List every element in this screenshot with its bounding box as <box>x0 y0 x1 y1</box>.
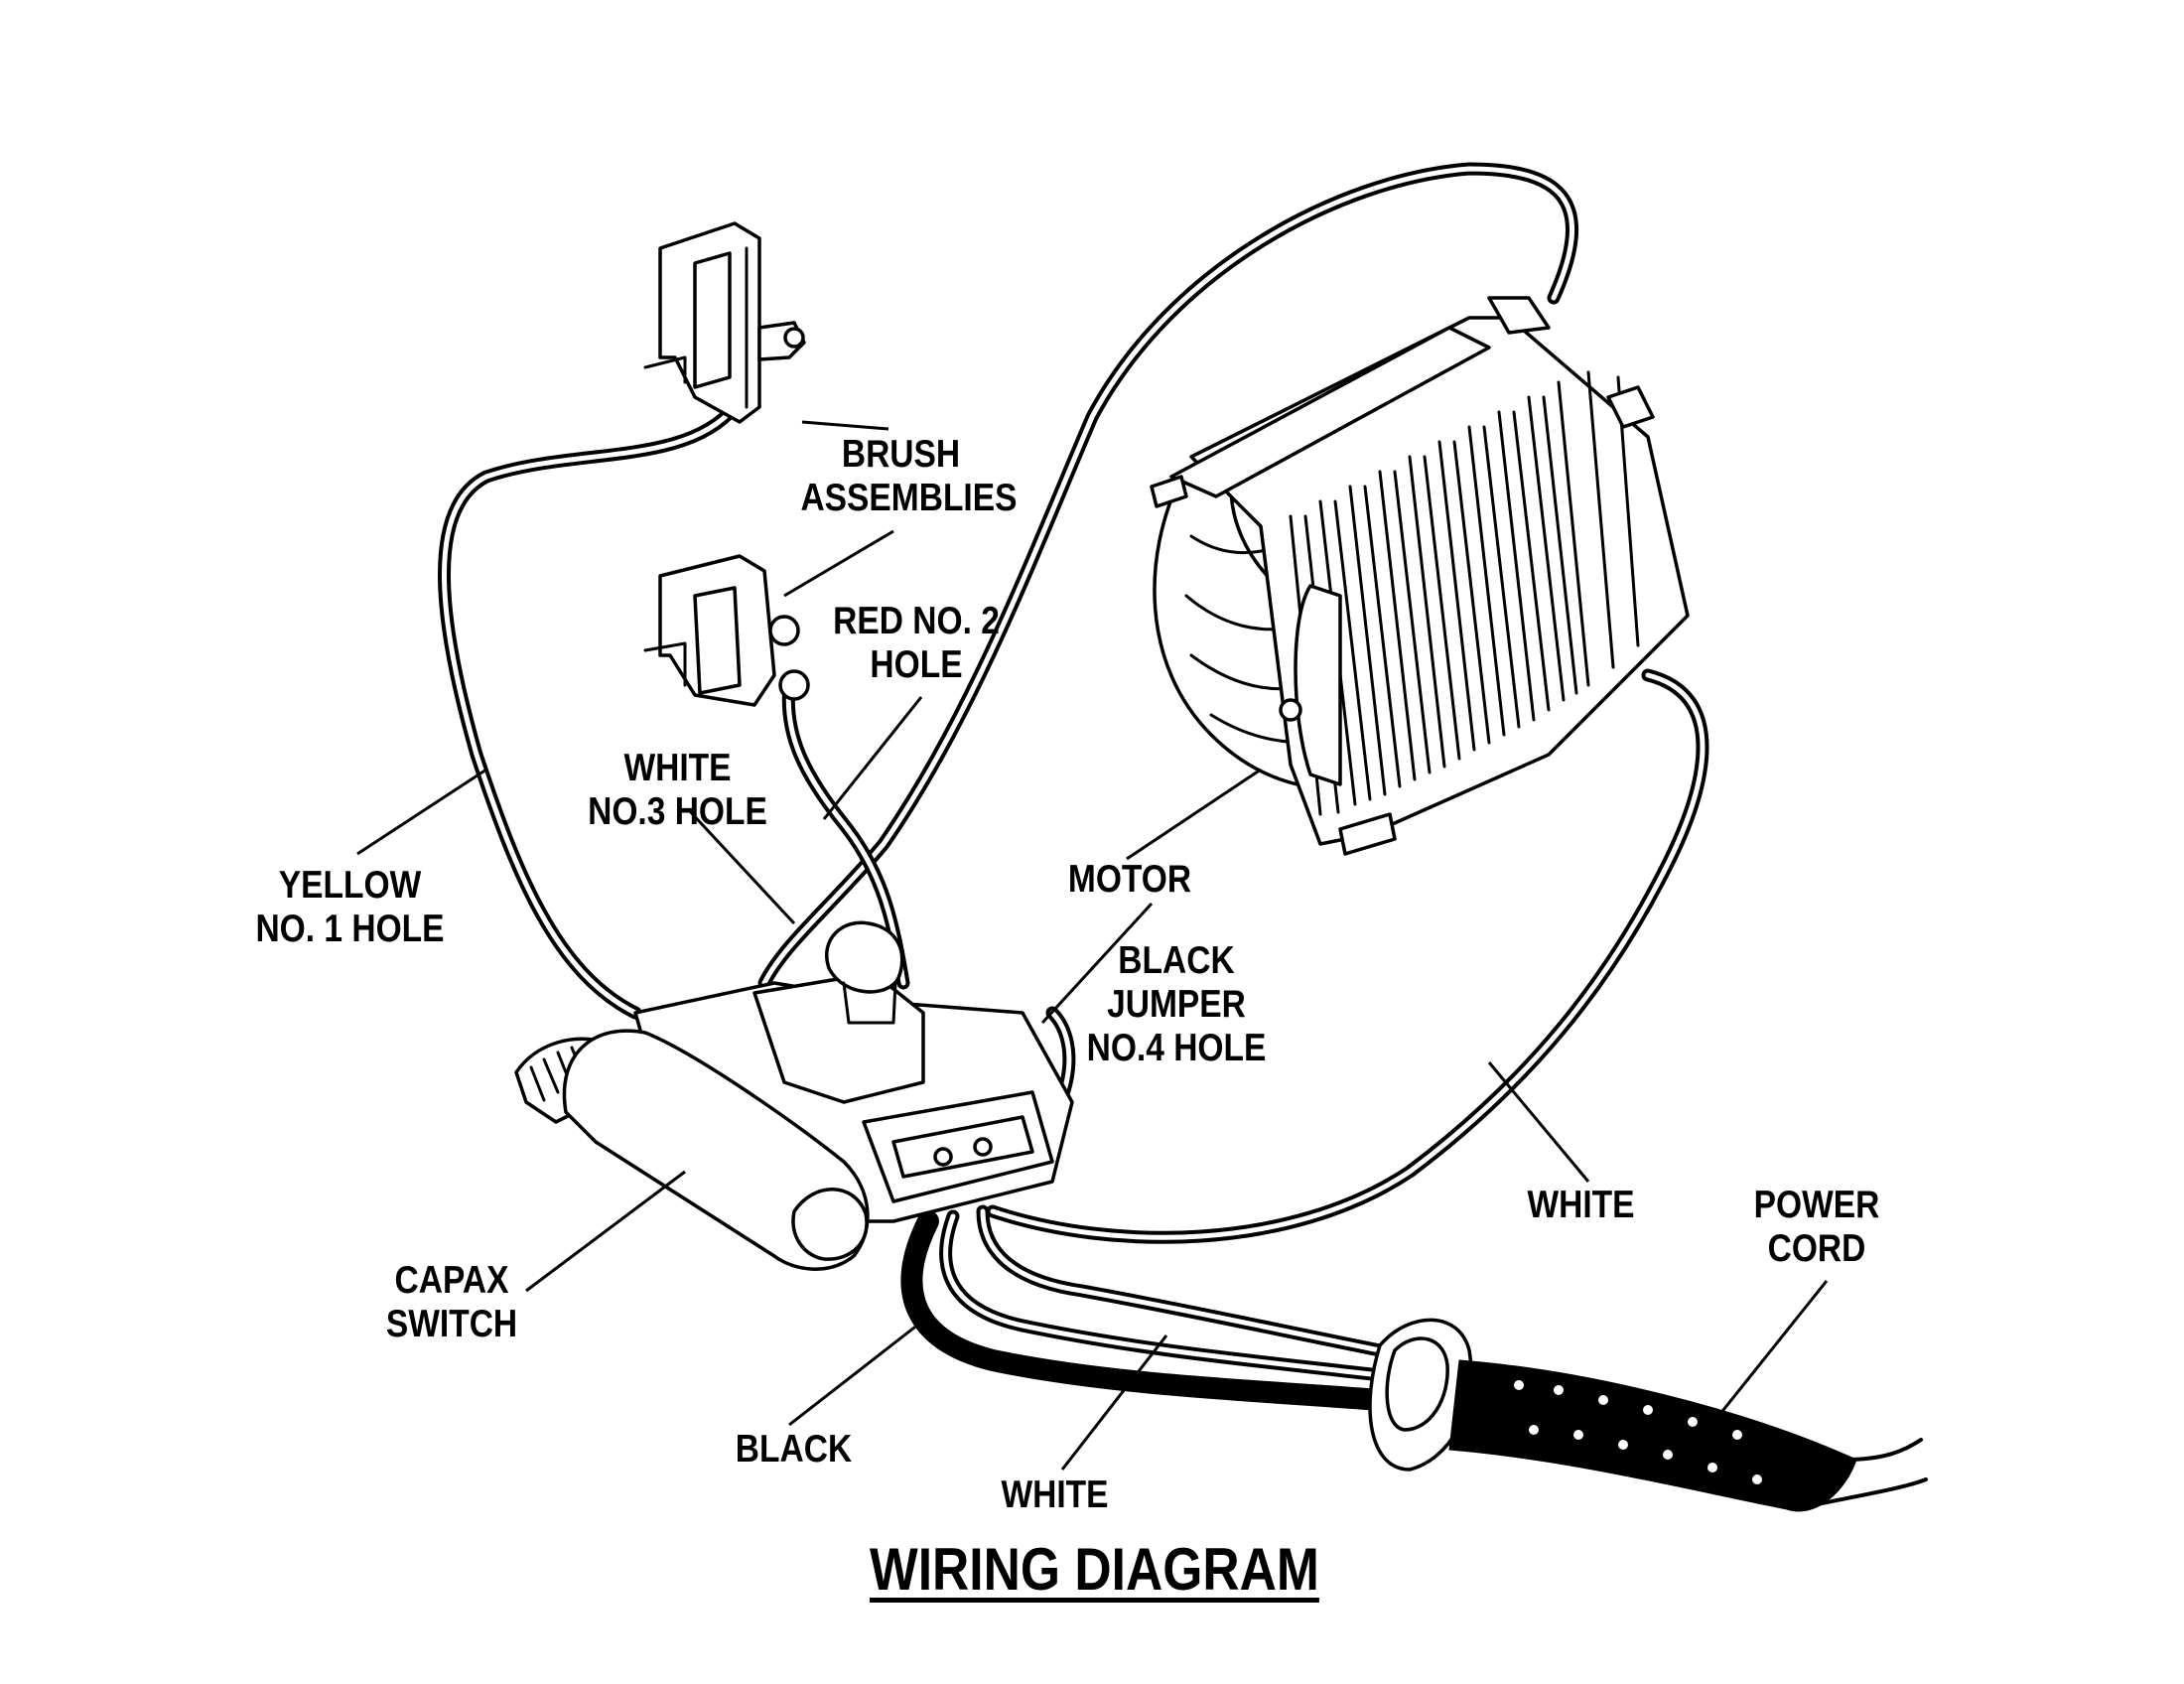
label-black: BLACK <box>735 1428 853 1471</box>
leader-lines <box>356 420 1829 1471</box>
label-motor: MOTOR <box>1067 858 1192 901</box>
white-motor-to-cord-wire <box>986 668 1709 1244</box>
power-cord-plug-body <box>1368 1318 1928 1512</box>
brush-assembly-lower <box>643 554 810 707</box>
red-brush-wire <box>781 678 910 990</box>
diagram-title: WIRING DIAGRAM <box>870 1536 1319 1603</box>
power-cord-leads <box>900 1204 1391 1411</box>
motor <box>1150 296 1690 856</box>
capax-switch <box>514 920 1074 1271</box>
brush-assembly-top <box>643 221 806 424</box>
label-white-bottom: WHITE <box>1001 1474 1109 1516</box>
yellow-wire <box>438 400 742 1020</box>
label-white-right: WHITE <box>1527 1184 1635 1226</box>
